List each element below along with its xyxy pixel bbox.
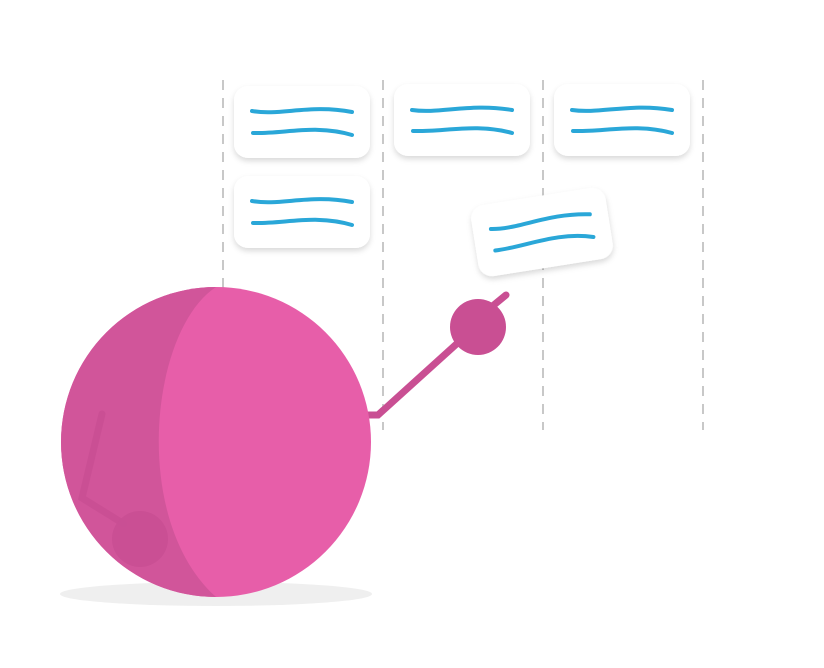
character-back-hand-icon xyxy=(112,511,168,567)
ball-character-icon xyxy=(61,287,371,597)
character-back-arm-icon xyxy=(78,410,128,528)
kanban-card xyxy=(554,84,690,156)
character-hand-icon xyxy=(450,299,506,355)
card-text-lines-icon xyxy=(250,107,354,137)
moving-kanban-card xyxy=(471,187,613,277)
card-text-lines-icon xyxy=(488,212,596,253)
kanban-card xyxy=(234,176,370,248)
card-text-lines-icon xyxy=(570,105,674,135)
card-text-lines-icon xyxy=(250,197,354,227)
card-text-lines-icon xyxy=(410,105,514,135)
kanban-card xyxy=(234,86,370,158)
kanban-card xyxy=(394,84,530,156)
